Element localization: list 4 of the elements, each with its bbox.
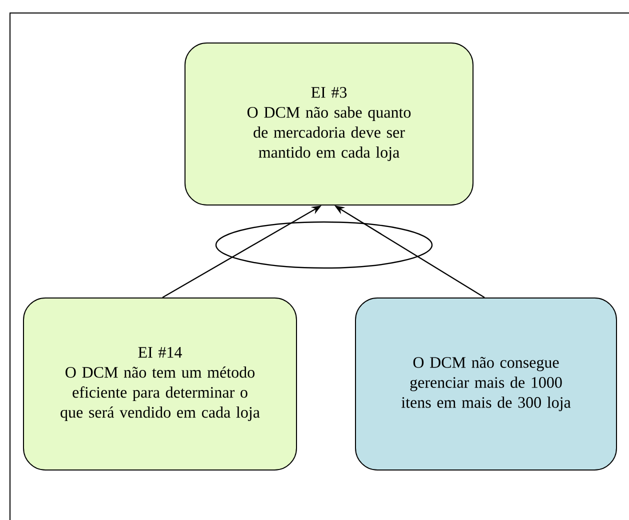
box: O DCM não consegue gerenciar mais de 1000 itens em mais de 300 loja <box>355 298 617 470</box>
and-connector-ellipse <box>215 221 433 269</box>
box: EI #14 O DCM não tem um método eficiente para determinar o que será vendido em cada loja <box>23 298 297 470</box>
box: EI #3 O DCM não sabe quanto de mercadoria deve ser mantido em cada loja <box>184 42 474 206</box>
